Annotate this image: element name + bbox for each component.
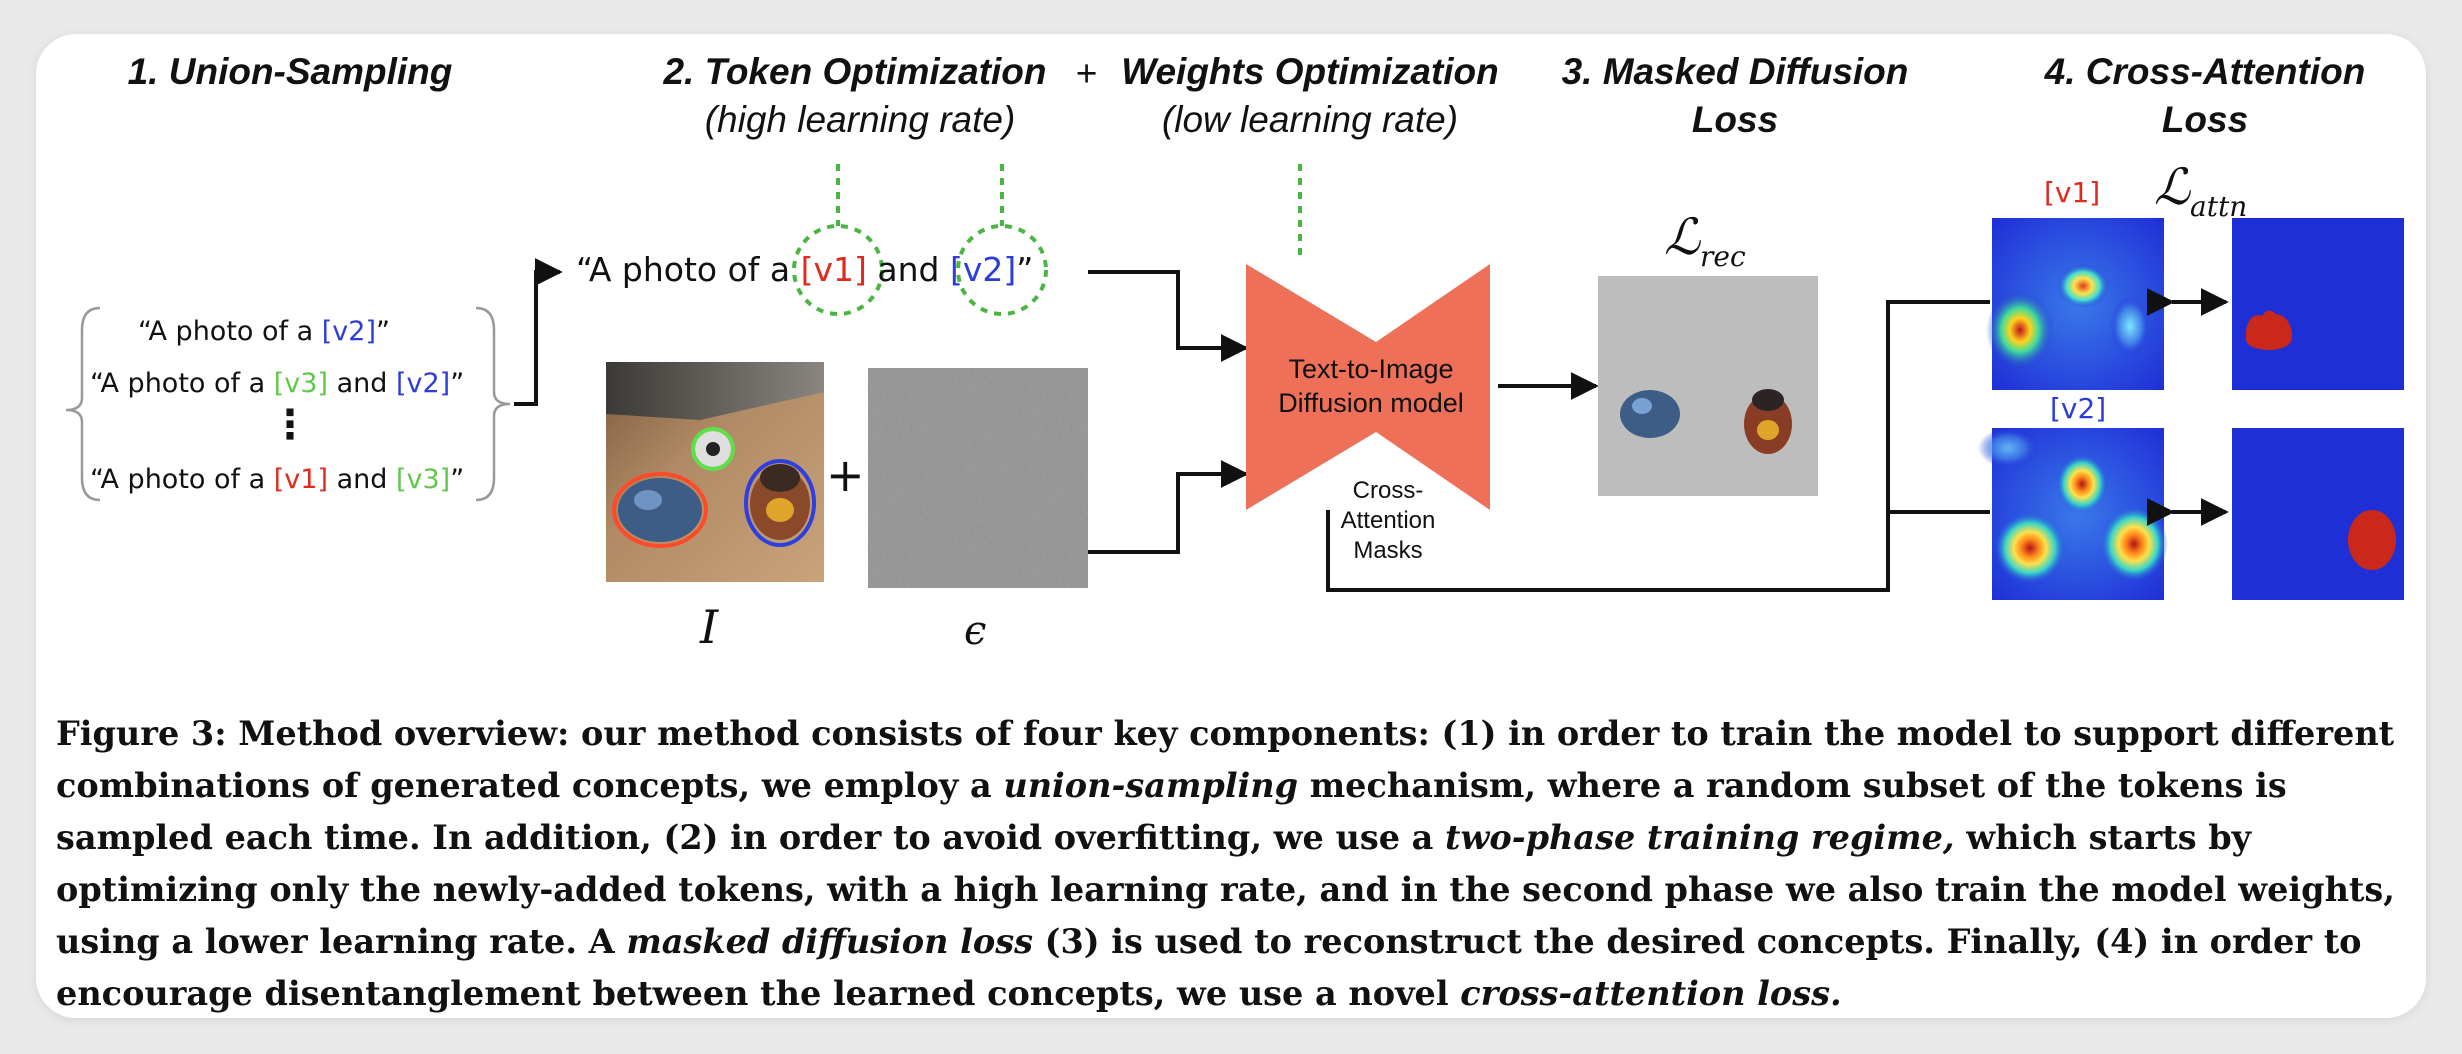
union-prompt-1: “A photo of a [v2]” [138, 316, 390, 347]
token-v3: [v3] [395, 464, 451, 495]
noise-label: ϵ [964, 608, 987, 654]
right-brace [475, 306, 511, 502]
token-v2: [v2] [321, 316, 376, 347]
attention-tag-v1: [v1] [2044, 176, 2101, 209]
union-prompt-3: “A photo of a [v1] and [v3]” [90, 464, 465, 495]
plus-sign: + [826, 448, 865, 502]
arrow-noise-to-model [1088, 460, 1249, 554]
diagram-graphics [65, 164, 2404, 600]
diffusion-model-label-bg [1266, 342, 1476, 432]
left-brace [65, 306, 101, 502]
title-union-sampling: 1. Union-Sampling [127, 51, 453, 92]
reconstruction-image [1598, 276, 1818, 496]
mask-v2 [2232, 428, 2404, 600]
token-v1: [v1] [800, 250, 867, 289]
diffusion-model-label: Text-to-Image Diffusion model [1278, 354, 1464, 418]
arrow-union-to-prompt [514, 258, 563, 406]
token-v1: [v1] [273, 464, 328, 495]
union-prompt-ellipsis: ⋮ [270, 402, 310, 448]
attention-tag-v2: [v2] [2050, 392, 2107, 425]
mask-v1 [2232, 218, 2404, 390]
attention-map-v1 [1986, 218, 2164, 390]
attention-map-v2 [1978, 428, 2168, 600]
token-v2: [v2] [949, 250, 1017, 289]
title-weights-optimization: Weights Optimization [1121, 51, 1499, 92]
figure-caption: Figure 3: Method overview: our method co… [56, 714, 2395, 1013]
title-masked-diffusion-loss-1: 3. Masked Diffusion [1561, 51, 1909, 92]
input-image-label: I [700, 600, 719, 654]
input-image [606, 362, 824, 582]
title-cross-attention-loss-2: Loss [2161, 99, 2249, 140]
loss-rec: ℒrec [1664, 208, 1746, 273]
title-masked-diffusion-loss-2: Loss [1691, 99, 1779, 140]
main-prompt: “A photo of a [v1] and [v2]” [576, 250, 1034, 289]
arrow-prompt-to-model [1088, 270, 1249, 362]
loss-attn: ℒattn [2154, 158, 2248, 223]
subtitle-high-lr: (high learning rate) [704, 99, 1016, 140]
line-attention-masks [1326, 300, 1990, 592]
title-plus: + [1075, 53, 1097, 94]
cross-attention-masks-label: Cross- Attention Masks [1340, 477, 1436, 564]
title-cross-attention-loss-1: 4. Cross-Attention [2044, 51, 2366, 92]
title-token-optimization: 2. Token Optimization [663, 51, 1047, 92]
token-circle-v2 [956, 224, 1048, 316]
subtitle-low-lr: (low learning rate) [1161, 99, 1459, 140]
token-v3: [v3] [273, 368, 328, 399]
token-v2: [v2] [395, 368, 451, 399]
union-prompt-2: “A photo of a [v3] and [v2]” [90, 368, 465, 399]
token-circle-v1 [792, 224, 884, 316]
